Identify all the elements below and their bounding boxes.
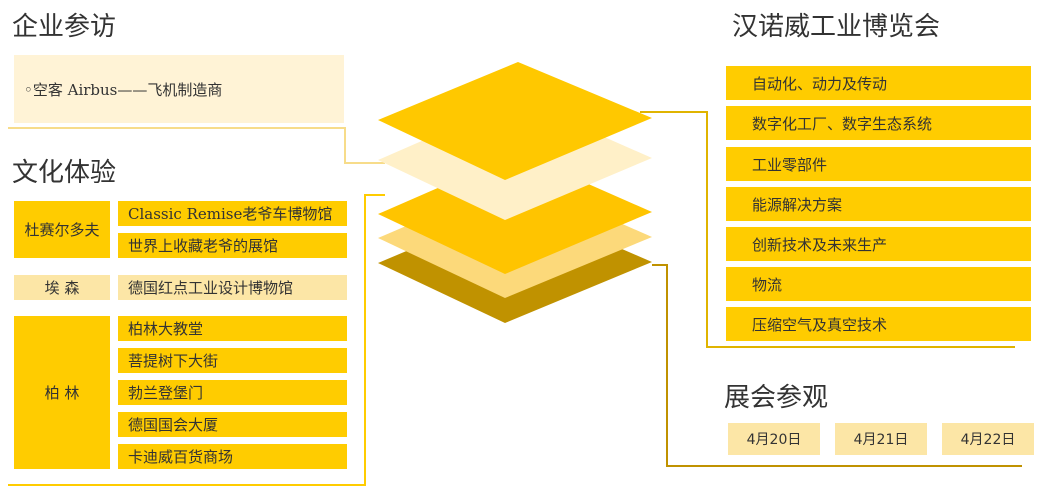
hannover-fair-title: 汉诺威工业博览会 [732,12,941,42]
place-brandenburg-gate: 勃兰登堡门 [118,380,347,405]
layer-1 [378,62,652,180]
fair-item-automation: 自动化、动力及传动 [726,66,1031,100]
culture-connector [8,194,385,486]
place-red-dot-museum: 德国红点工业设计博物馆 [118,275,347,300]
place-oldtimer-hall: 世界上收藏老爷的展馆 [118,233,347,258]
fair-item-compressed-air: 压缩空气及真空技术 [726,307,1031,341]
place-reichstag: 德国国会大厦 [118,412,347,437]
date-apr-20: 4月20日 [728,423,820,455]
city-essen: 埃 森 [14,275,110,300]
company-visit-item: ◦空客 Airbus——飞机制造商 [14,55,344,123]
fair-connector [640,111,1015,348]
company-visit-title: 企业参访 [12,12,117,42]
exhibition-visit-title: 展会参观 [724,383,829,413]
fair-item-digital-factory: 数字化工厂、数字生态系统 [726,106,1031,140]
place-unter-den-linden: 菩提树下大街 [118,348,347,373]
company-visit-connector [8,127,385,164]
culture-title: 文化体验 [12,158,117,188]
exhibition-connector [652,264,1022,467]
date-apr-22: 4月22日 [942,423,1034,455]
date-apr-21: 4月21日 [835,423,927,455]
place-classic-remise: Classic Remise老爷车博物馆 [118,201,347,226]
place-berlin-cathedral: 柏林大教堂 [118,316,347,341]
city-berlin: 柏 林 [14,316,110,469]
place-kadewe: 卡迪威百货商场 [118,444,347,469]
fair-item-innovation: 创新技术及未来生产 [726,227,1031,261]
fair-item-logistics: 物流 [726,267,1031,301]
fair-item-components: 工业零部件 [726,147,1031,181]
fair-item-energy: 能源解决方案 [726,187,1031,221]
city-dusseldorf: 杜赛尔多夫 [14,201,110,258]
